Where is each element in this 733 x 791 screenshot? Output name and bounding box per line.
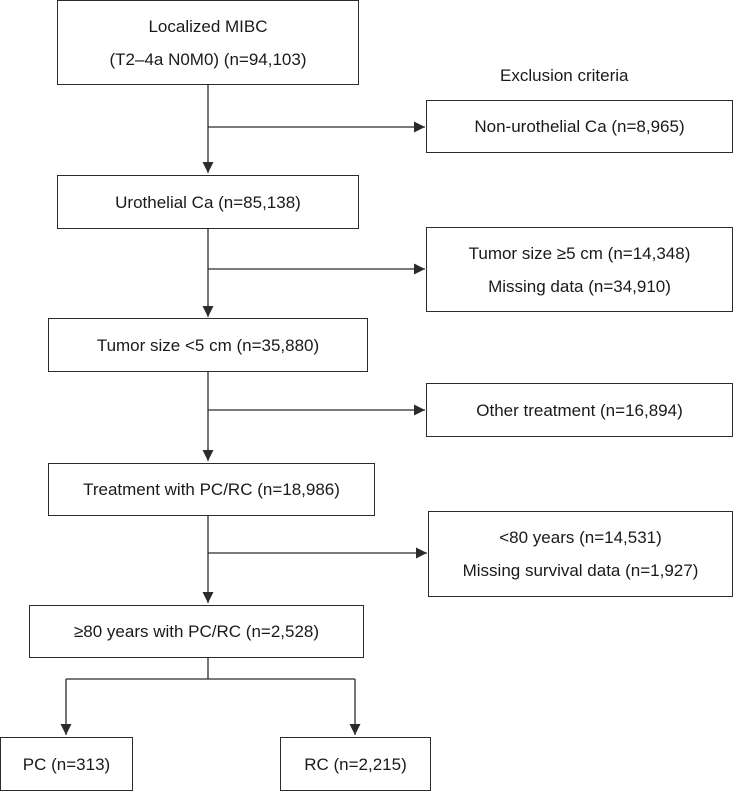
box-urothelial: Urothelial Ca (n=85,138) <box>57 175 359 229</box>
box-other-treatment: Other treatment (n=16,894) <box>426 383 733 437</box>
box-aged-pc-rc-line1: ≥80 years with PC/RC (n=2,528) <box>73 622 320 641</box>
box-rc: RC (n=2,215) <box>280 737 431 791</box>
box-localized-mibc-line2: (T2–4a N0M0) (n=94,103) <box>109 49 307 69</box>
box-age-excluded-line1: <80 years (n=14,531) <box>499 528 662 547</box>
box-tumor-size-excluded-line2: Missing data (n=34,910) <box>488 276 671 296</box>
box-non-urothelial-line1: Non-urothelial Ca (n=8,965) <box>474 117 685 136</box>
box-age-excluded: <80 years (n=14,531) Missing survival da… <box>428 511 733 597</box>
box-aged-pc-rc: ≥80 years with PC/RC (n=2,528) <box>29 605 364 658</box>
box-tumor-size-included: Tumor size <5 cm (n=35,880) <box>48 318 368 372</box>
box-urothelial-line1: Urothelial Ca (n=85,138) <box>115 192 301 212</box>
box-rc-line1: RC (n=2,215) <box>304 754 407 774</box>
exclusion-criteria-header: Exclusion criteria <box>500 66 629 85</box>
box-tumor-size-excluded: Tumor size ≥5 cm (n=14,348) Missing data… <box>426 227 733 312</box>
box-localized-mibc: Localized MIBC (T2–4a N0M0) (n=94,103) <box>57 0 359 85</box>
box-treatment-pc-rc: Treatment with PC/RC (n=18,986) <box>48 463 375 516</box>
box-tumor-size-included-line1: Tumor size <5 cm (n=35,880) <box>96 335 320 355</box>
box-treatment-pc-rc-line1: Treatment with PC/RC (n=18,986) <box>83 480 340 499</box>
box-pc: PC (n=313) <box>0 737 133 791</box>
box-other-treatment-line1: Other treatment (n=16,894) <box>476 400 683 420</box>
box-localized-mibc-line1: Localized MIBC <box>148 16 268 36</box>
box-pc-line1: PC (n=313) <box>22 754 111 774</box>
box-tumor-size-excluded-line1: Tumor size ≥5 cm (n=14,348) <box>468 243 691 263</box>
box-non-urothelial: Non-urothelial Ca (n=8,965) <box>426 100 733 153</box>
box-age-excluded-line2: Missing survival data (n=1,927) <box>462 561 699 580</box>
